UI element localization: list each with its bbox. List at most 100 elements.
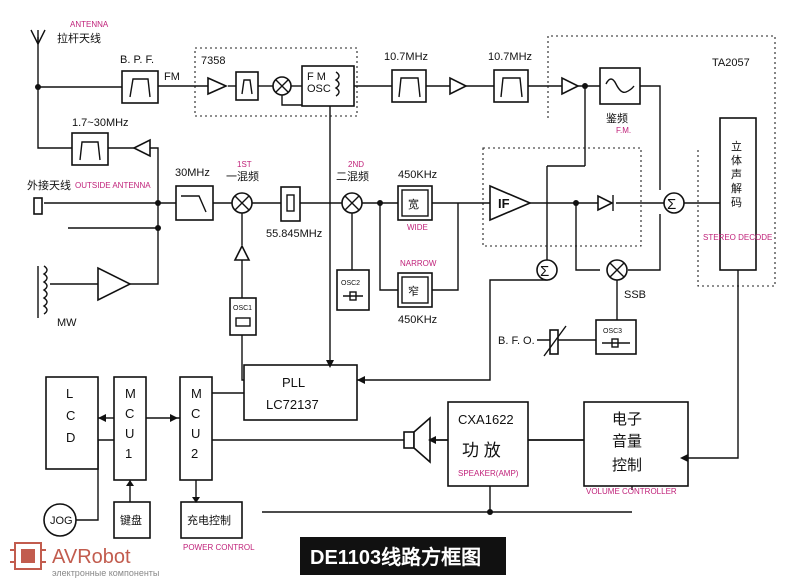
bfo-variable-capacitor-icon <box>543 325 567 357</box>
discriminator-cn-label: 鉴频 <box>606 111 628 125</box>
chip-7358-boundary <box>194 47 358 117</box>
power-control-label: POWER CONTROL <box>183 543 255 552</box>
am-detector-diode-icon <box>597 194 614 212</box>
volume-control-label-1: 电子 <box>612 411 642 428</box>
outside-antenna-en-label: OUTSIDE ANTENNA <box>75 181 151 190</box>
discriminator-en-label: F.M. <box>616 126 631 135</box>
lcd-block <box>45 376 99 470</box>
sw-amp-icon <box>132 138 151 158</box>
telescopic-antenna-icon <box>30 29 46 52</box>
wide-filter-cn-label: 宽 <box>408 197 419 211</box>
jog-label: JOG <box>50 515 73 527</box>
diagram-title: DE1103线路方框图 <box>310 545 481 569</box>
audio-amp-cn-label: 功 放 <box>462 441 501 460</box>
stereo-decoder-en-label: STEREO DECODE <box>703 233 772 242</box>
audio-amp-block <box>447 401 529 487</box>
volume-control-label-3: 控制 <box>612 457 642 474</box>
if-amplifier-label: IF <box>498 196 510 211</box>
if-filter-1-label: 10.7MHz <box>384 51 428 63</box>
if-amplifier-icon <box>489 184 533 222</box>
antenna-en-label: ANTENNA <box>70 20 109 29</box>
jog-dial-icon <box>43 503 77 537</box>
bfo-label: B. F. O. <box>498 335 535 347</box>
osc2-label: OSC2 <box>341 280 360 287</box>
osc1-label: OSC1 <box>233 305 252 312</box>
speaker-amp-label: SPEAKER(AMP) <box>458 469 519 478</box>
sw-filter-block <box>71 132 109 166</box>
mcu2-block <box>179 376 213 481</box>
audio-summer-label: Σ <box>667 196 676 213</box>
bandpass-icon <box>129 78 151 98</box>
fm-osc-coil-icon <box>334 71 340 97</box>
title-banner <box>300 537 506 575</box>
osc3-label: OSC3 <box>603 328 622 335</box>
lowpass-icon <box>181 195 207 213</box>
osc1-buffer-icon <box>233 244 251 261</box>
if-filter-2-block <box>493 69 529 103</box>
outside-antenna-cn-label: 外接天线 <box>27 178 71 192</box>
fm-osc-label-2: OSC <box>307 83 331 95</box>
volume-control-en-label: VOLUME CONTROLLER <box>586 487 677 496</box>
mw-amp-icon <box>97 266 132 302</box>
first-mixer-cn-label: 一混频 <box>226 169 259 183</box>
osc3-block <box>595 319 637 355</box>
narrow-filter-freq-label: 450KHz <box>398 314 437 326</box>
signal-arrowheads <box>98 360 688 503</box>
ta2057-label: TA2057 <box>712 57 750 69</box>
keyboard-block <box>113 501 151 539</box>
wide-filter-block <box>397 185 433 221</box>
audio-summer-icon <box>663 192 685 214</box>
fm-limiter-icon <box>561 76 580 96</box>
if-section-boundary <box>482 147 642 247</box>
ssb-label: SSB <box>624 289 646 301</box>
pll-block <box>243 364 358 421</box>
pll-label: PLL <box>282 375 305 390</box>
if-amp-icon <box>449 76 468 96</box>
narrow-filter-cn-label: 窄 <box>408 284 419 298</box>
charge-control-block <box>180 501 243 539</box>
narrow-filter-en-label: NARROW <box>400 259 437 268</box>
lpf-30-block <box>175 185 214 221</box>
tuning-summer-label: Σ <box>540 263 549 280</box>
pll-chip-label: LC72137 <box>266 397 319 412</box>
sw-range-label: 1.7~30MHz <box>72 117 129 129</box>
if-filter-1-block <box>391 69 427 103</box>
wide-filter-freq-label: 450KHz <box>398 169 437 181</box>
crystal-filter-label: 55.845MHz <box>266 228 322 240</box>
stereo-decoder-block <box>719 117 757 271</box>
bpf-label: B. P. F. <box>120 54 154 66</box>
volume-control-block <box>583 401 689 487</box>
charge-control-label: 充电控制 <box>187 513 231 527</box>
mw-ferrite-coil-icon <box>37 265 48 318</box>
osc1-block <box>229 297 257 336</box>
antenna-cn-label: 拉杆天线 <box>57 31 101 45</box>
mw-label: MW <box>57 317 77 329</box>
chip-7358-label: 7358 <box>201 55 225 67</box>
volume-control-label-2: 音量 <box>612 433 642 450</box>
second-mixer-en-label: 2ND <box>348 160 364 169</box>
audio-amp-chip-label: CXA1622 <box>458 412 514 427</box>
avrobot-logo: AVRobot электронные компоненты <box>10 542 159 578</box>
narrow-filter-block <box>397 272 433 308</box>
wide-filter-en-label: WIDE <box>407 223 428 232</box>
fm-rf-amp-icon <box>207 76 228 96</box>
lpf-30-label: 30MHz <box>175 167 210 179</box>
crystal-filter-block <box>280 186 301 222</box>
fm-osc-label-1: F M <box>307 71 326 83</box>
if-filter-2-label: 10.7MHz <box>488 51 532 63</box>
logo-name: AVRobot <box>52 546 131 568</box>
outside-antenna-jack-icon <box>33 197 43 215</box>
logo-subtitle: электронные компоненты <box>52 568 159 578</box>
mcu1-block <box>113 376 147 481</box>
fm-label: FM <box>164 71 180 83</box>
second-mixer-cn-label: 二混频 <box>336 169 369 183</box>
stereo-decoder-cn-label: 立体声解码 <box>731 139 742 209</box>
bpf-block <box>121 70 159 104</box>
fm-rf-tank-block <box>235 71 259 101</box>
speaker-icon <box>403 416 431 464</box>
discriminator-wave-icon <box>605 78 635 94</box>
osc2-block <box>336 269 370 311</box>
